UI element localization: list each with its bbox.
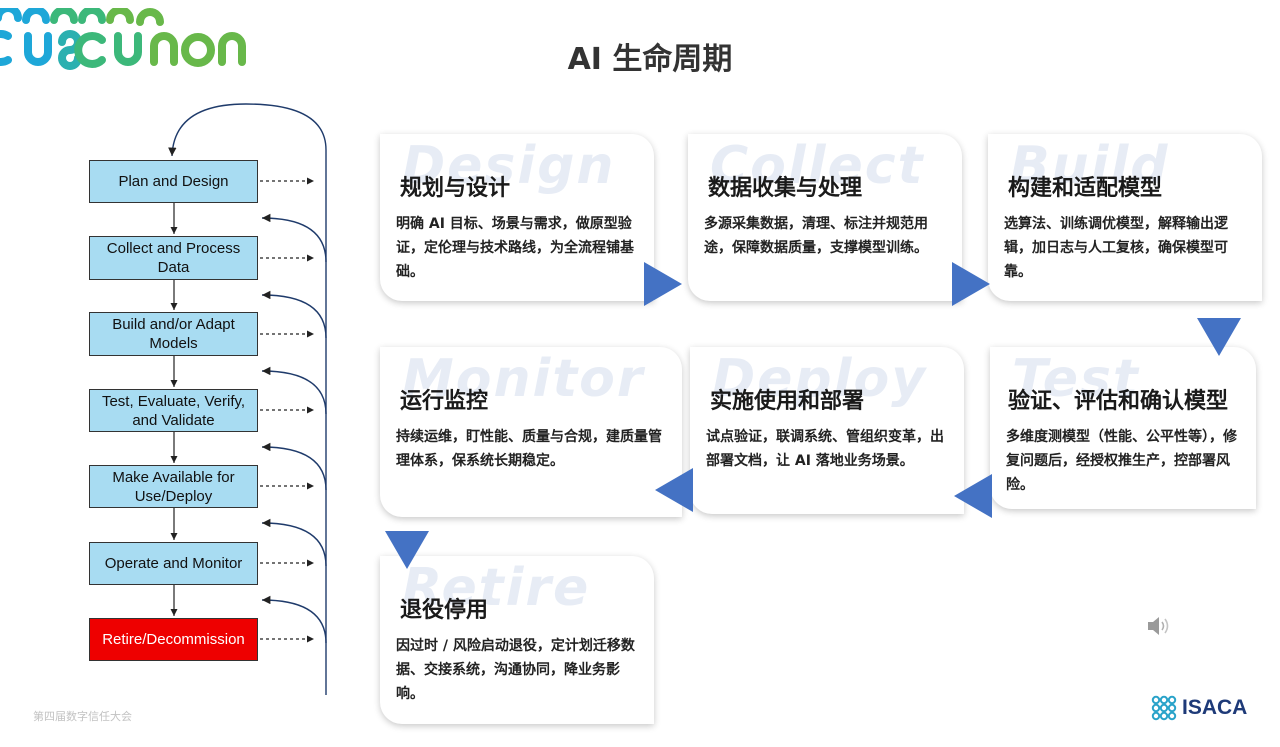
- flow-step-plan-design: Plan and Design: [89, 160, 258, 203]
- card-watermark: Design: [402, 136, 616, 196]
- card-watermark: Retire: [402, 558, 591, 618]
- footer-event-text: 第四届数字信任大会: [33, 711, 132, 723]
- isaca-logo-icon: [1151, 695, 1177, 721]
- card-description: 持续运维，盯性能、质量与合规，建质量管理体系，保系统长期稳定。: [396, 429, 662, 469]
- card-design: Design 规划与设计 明确 AI 目标、场景与需求，做原型验证，定伦理与技术…: [380, 134, 654, 301]
- card-deploy: Deploy 实施使用和部署 试点验证，联调系统、管组织变革，出部署文档，让 A…: [690, 347, 964, 514]
- flowchart-connectors: [168, 103, 327, 695]
- card-description: 因过时 / 风险启动退役，定计划迁移数据、交接系统，沟通协同，降业务影响。: [396, 638, 635, 702]
- arrow-right-icon: [952, 262, 990, 306]
- lifecycle-flowchart: Plan and Design Collect and Process Data…: [0, 0, 340, 747]
- card-watermark: Monitor: [402, 349, 645, 409]
- card-title: 验证、评估和确认模型: [1008, 389, 1229, 414]
- card-build: Build 构建和适配模型 选算法、训练调优模型，解释输出逻辑，加日志与人工复核…: [988, 134, 1262, 301]
- card-collect: Collect 数据收集与处理 多源采集数据，清理、标注并规范用途，保障数据质量…: [688, 134, 962, 301]
- event-logo: [0, 8, 246, 70]
- card-title: 数据收集与处理: [708, 176, 863, 201]
- arrow-left-icon: [655, 468, 693, 512]
- card-watermark: Collect: [710, 136, 925, 196]
- arrow-left-icon: [954, 474, 992, 518]
- card-title: 实施使用和部署: [710, 389, 865, 414]
- speaker-icon[interactable]: [1146, 614, 1172, 638]
- card-description: 选算法、训练调优模型，解释输出逻辑，加日志与人工复核，确保模型可靠。: [1004, 216, 1228, 280]
- card-description: 试点验证，联调系统、管组织变革，出部署文档，让 AI 落地业务场景。: [706, 429, 944, 469]
- card-watermark: Deploy: [712, 349, 928, 409]
- flow-step-retire: Retire/Decommission: [89, 618, 258, 661]
- card-watermark: Build: [1010, 136, 1170, 196]
- card-retire: Retire 退役停用 因过时 / 风险启动退役，定计划迁移数据、交接系统，沟通…: [380, 556, 654, 724]
- card-title: 运行监控: [400, 389, 489, 414]
- flow-step-test-validate: Test, Evaluate, Verify, and Validate: [89, 389, 258, 432]
- card-description: 明确 AI 目标、场景与需求，做原型验证，定伦理与技术路线，为全流程铺基础。: [396, 216, 634, 280]
- flow-step-deploy: Make Available for Use/Deploy: [89, 465, 258, 508]
- card-test: Test 验证、评估和确认模型 多维度测模型（性能、公平性等），修复问题后，经授…: [990, 347, 1256, 509]
- brand-name: ISACA: [1182, 696, 1248, 719]
- card-title: 构建和适配模型: [1008, 176, 1163, 201]
- card-monitor: Monitor 运行监控 持续运维，盯性能、质量与合规，建质量管理体系，保系统长…: [380, 347, 682, 517]
- card-description: 多维度测模型（性能、公平性等），修复问题后，经授权推生产，控部署风险。: [1006, 429, 1237, 493]
- arrow-right-icon: [644, 262, 682, 306]
- card-watermark: Test: [1012, 349, 1140, 409]
- flow-step-collect-process: Collect and Process Data: [89, 236, 258, 280]
- arrow-down-icon: [385, 531, 429, 569]
- arrow-down-icon: [1197, 318, 1241, 356]
- flow-step-operate-monitor: Operate and Monitor: [89, 542, 258, 585]
- card-description: 多源采集数据，清理、标注并规范用途，保障数据质量，支撑模型训练。: [704, 216, 928, 256]
- flow-step-build-adapt: Build and/or Adapt Models: [89, 312, 258, 356]
- card-title: 规划与设计: [400, 176, 511, 201]
- page-title: AI 生命周期: [567, 42, 733, 77]
- card-title: 退役停用: [400, 598, 489, 623]
